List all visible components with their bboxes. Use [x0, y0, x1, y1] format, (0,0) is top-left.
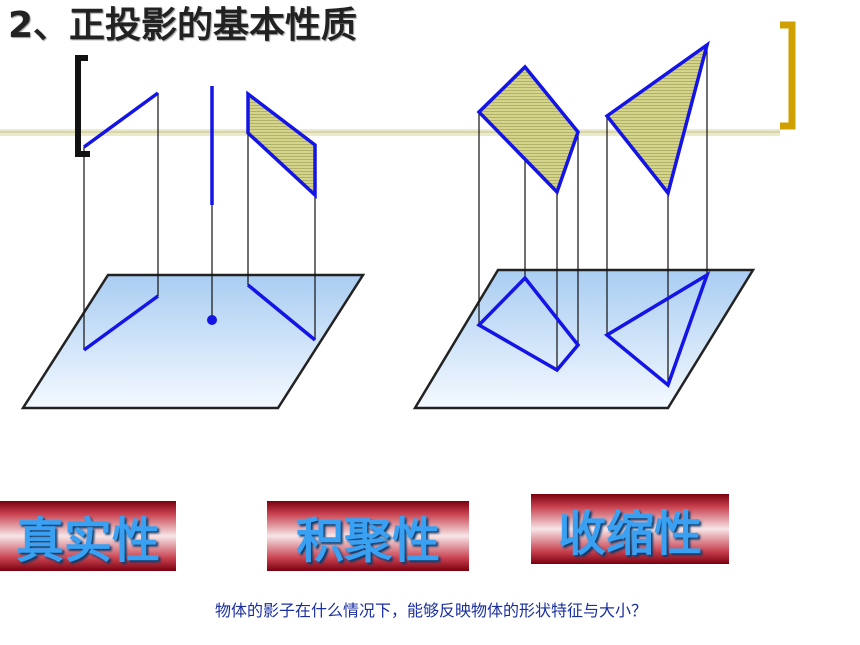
property-label-text: 积聚性 — [295, 513, 440, 569]
object-oblique-line — [82, 91, 160, 352]
property-label-accumulation: 积聚性 — [267, 501, 469, 571]
property-label-text: 收缩性 — [557, 506, 702, 562]
property-label-contraction: 收缩性 — [531, 494, 729, 564]
page-title: 2、正投影的基本性质 — [8, 5, 358, 46]
property-label-text: 真实性 — [15, 513, 160, 569]
projection-plane-left — [20, 273, 366, 410]
object-tilted-triangle — [603, 40, 711, 388]
question-text: 物体的影子在什么情况下，能够反映物体的形状特征与大小？ — [215, 601, 648, 620]
object-tilted-quad — [476, 64, 581, 373]
left-bracket — [75, 55, 90, 157]
object-vertical-face — [246, 90, 317, 342]
right-bracket — [780, 21, 796, 130]
object-vertical-line — [207, 86, 217, 325]
property-label-true-shape: 真实性 — [0, 501, 176, 571]
